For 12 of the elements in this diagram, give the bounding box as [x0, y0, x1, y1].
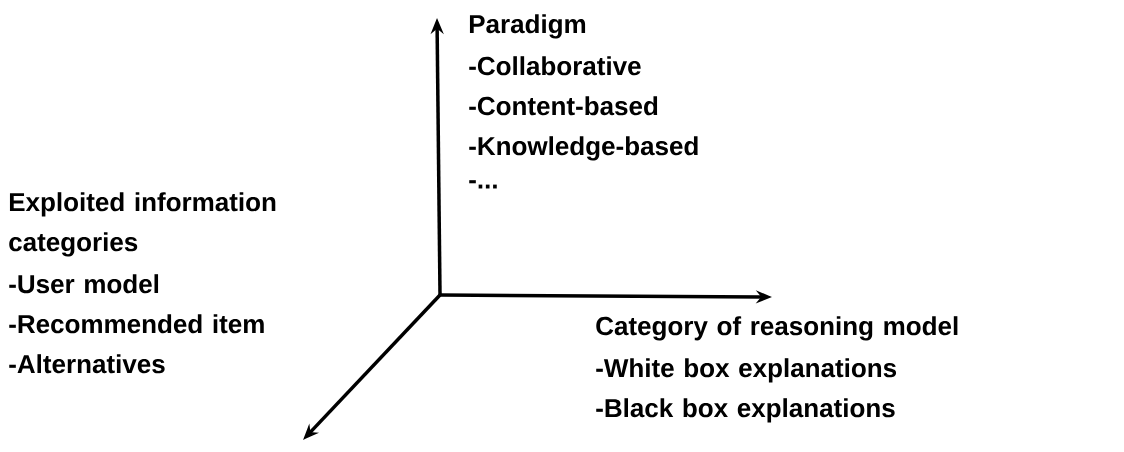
axis-label: Exploited information categories: [9, 192, 276, 257]
axis-label: Category of reasoning model: [596, 316, 958, 341]
list-item: -User model: [9, 274, 159, 294]
list-item: -Knowledge-based: [469, 136, 698, 161]
list-item: -Content-based: [469, 96, 658, 116]
list-item: -...: [469, 180, 497, 189]
list-item: -Black box explanations: [596, 398, 895, 423]
list-item: -Recommended item: [9, 314, 264, 334]
list-item: -Collaborative: [469, 56, 641, 76]
list-item: -Alternatives: [9, 354, 165, 374]
axis-label: Paradigm: [469, 14, 586, 39]
list-item: -White box explanations: [596, 358, 897, 383]
